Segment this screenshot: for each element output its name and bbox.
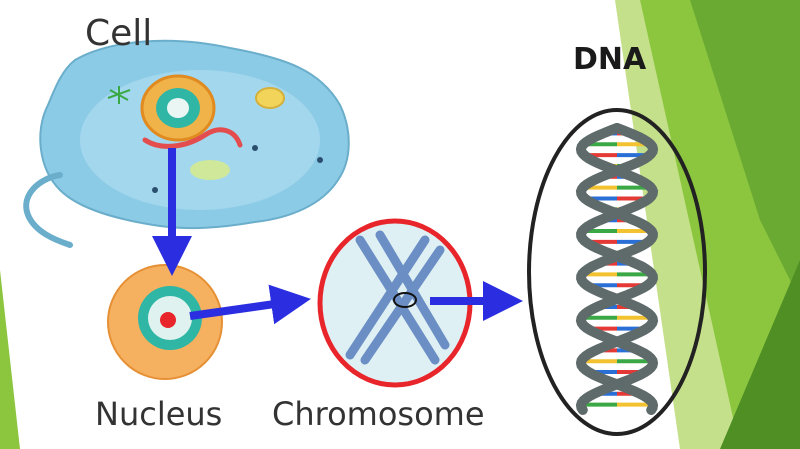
chromosome-illustration [317,218,473,388]
helix-strand-1 [575,123,659,415]
dna-double-helix [575,123,659,415]
centromere-highlight [393,292,417,308]
label-nucleus: Nucleus [95,395,222,433]
vacuole [190,160,230,180]
endoplasmic-reticulum [142,127,243,149]
arrow-nucleus-to-chromosome [189,284,311,325]
dna-enclosure [527,108,707,436]
nucleus-illustration [107,264,223,380]
chromosome-x-shape [345,230,450,365]
nucleolus-red [160,312,176,328]
helix-strand-2 [575,123,659,415]
cell-nucleolus [167,98,189,118]
centriole-icon [107,86,131,104]
dna-illustration [527,108,707,436]
mitochondrion [255,87,285,109]
flow-arrows [152,148,523,325]
cell-tail [23,172,73,248]
label-dna: DNA [573,42,647,77]
label-chromosome: Chromosome [272,395,485,433]
animal-cell-illustration [23,39,350,248]
label-cell: Cell [85,13,152,54]
